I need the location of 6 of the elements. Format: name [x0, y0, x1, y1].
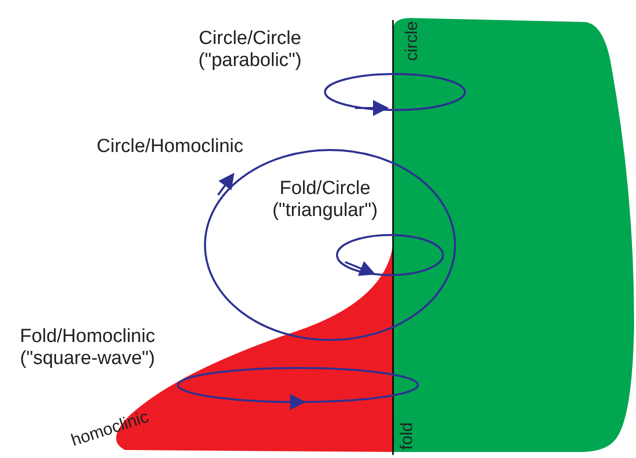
bifurcation-label: fold	[396, 421, 417, 452]
bursting-type-label: Fold/Circle ("triangular")	[271, 178, 379, 222]
bifurcation-label: circle	[401, 20, 422, 63]
bursting-type-label: Circle/Homoclinic	[96, 136, 244, 158]
bursting-type-label: Circle/Circle ("parabolic")	[197, 28, 303, 72]
bursting-type-label: Fold/Homoclinic ("square-wave")	[18, 326, 156, 370]
